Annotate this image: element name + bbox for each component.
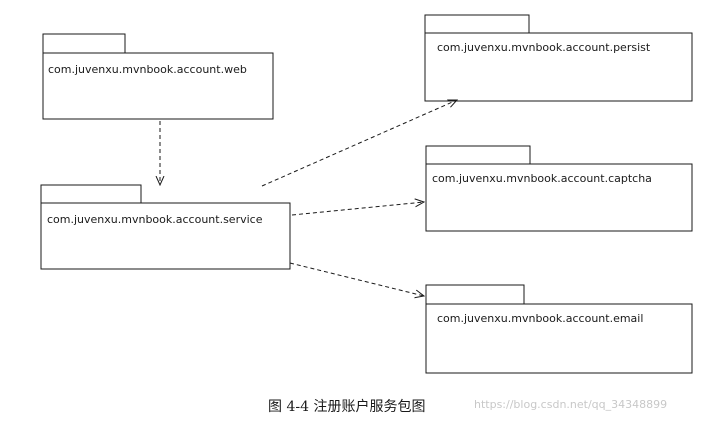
package-captcha-tab	[425, 145, 531, 165]
package-service-tab	[40, 184, 142, 204]
package-service-body	[40, 202, 291, 270]
package-email: com.juvenxu.mvnbook.account.email	[425, 284, 693, 374]
package-service: com.juvenxu.mvnbook.account.service	[40, 184, 291, 270]
package-service-label: com.juvenxu.mvnbook.account.service	[47, 213, 263, 226]
package-web-label: com.juvenxu.mvnbook.account.web	[48, 63, 247, 76]
watermark: https://blog.csdn.net/qq_34348899	[474, 398, 668, 411]
dependency-service-to-persist	[261, 100, 457, 187]
package-persist-label: com.juvenxu.mvnbook.account.persist	[437, 41, 651, 54]
package-email-label: com.juvenxu.mvnbook.account.email	[437, 312, 643, 325]
package-email-tab	[425, 284, 525, 305]
dependency-service-to-captcha	[291, 202, 424, 216]
package-email-body	[425, 303, 693, 374]
package-persist: com.juvenxu.mvnbook.account.persist	[424, 14, 693, 102]
figure-caption: 图 4-4 注册账户服务包图	[268, 399, 426, 415]
dependency-service-to-email	[289, 262, 424, 296]
package-web-tab	[42, 33, 126, 54]
package-captcha: com.juvenxu.mvnbook.account.captcha	[425, 145, 693, 232]
package-web: com.juvenxu.mvnbook.account.web	[42, 33, 274, 120]
package-persist-tab	[424, 14, 530, 34]
package-captcha-label: com.juvenxu.mvnbook.account.captcha	[432, 172, 652, 185]
package-web-body	[42, 52, 274, 120]
package-persist-body	[424, 32, 693, 102]
package-captcha-body	[425, 163, 693, 232]
